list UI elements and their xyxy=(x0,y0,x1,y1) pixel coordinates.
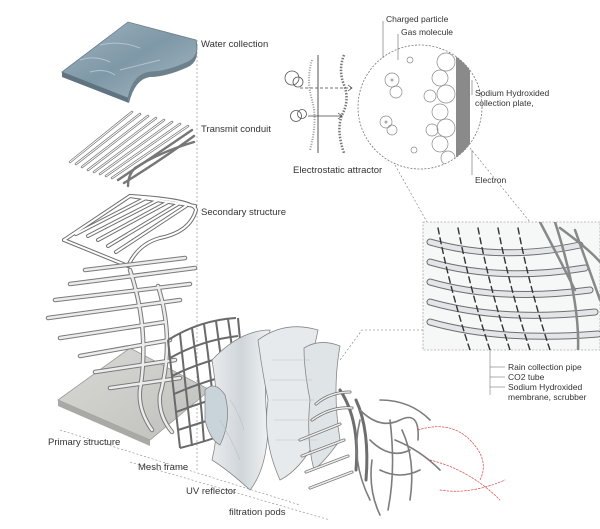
label-charged-particle: Charged particle xyxy=(386,14,449,24)
primary-structure-layer xyxy=(45,255,211,446)
label-membrane-line2: membrane, scrubber xyxy=(508,392,587,402)
label-electrostatic-attractor: Electrostatic attractor xyxy=(293,165,383,176)
electrostatic-attractor xyxy=(284,54,353,154)
label-plate-line2: collection plate, xyxy=(475,98,534,108)
label-membrane-line1: Sodium Hydroxided xyxy=(508,382,583,392)
water-collection-layer xyxy=(61,21,198,103)
label-primary-structure: Primary structure xyxy=(48,437,121,448)
label-filtration-pods: filtration pods xyxy=(229,507,286,518)
zoom-connector-lines xyxy=(339,147,531,361)
label-electron: Electron xyxy=(475,175,507,185)
label-rain-collection-pipe: Rain collection pipe xyxy=(508,362,582,372)
label-transmit-conduit: Transmit conduit xyxy=(201,124,271,135)
label-uv-reflector: UV reflector xyxy=(186,486,237,497)
label-water-collection: Water collection xyxy=(201,39,269,50)
label-gas-molecule: Gas molecule xyxy=(401,27,453,37)
transmit-conduit-layer xyxy=(68,110,196,188)
label-co2-tube: CO2 tube xyxy=(508,372,545,382)
detail-leader-lines xyxy=(489,350,505,395)
tube-detail-box xyxy=(422,221,600,351)
label-mesh-frame: Mesh frame xyxy=(138,462,189,473)
bottom-leader-lines xyxy=(59,429,331,521)
filtration-pods-layer xyxy=(298,388,506,516)
label-plate-line1: Sodium Hydroxided xyxy=(475,88,550,98)
attractor-leader-lines xyxy=(382,21,473,175)
molecule-zoom-detail xyxy=(357,44,483,170)
uv-reflector-layer xyxy=(204,326,341,491)
label-secondary-structure: Secondary structure xyxy=(201,207,287,218)
secondary-structure-layer xyxy=(62,193,199,268)
